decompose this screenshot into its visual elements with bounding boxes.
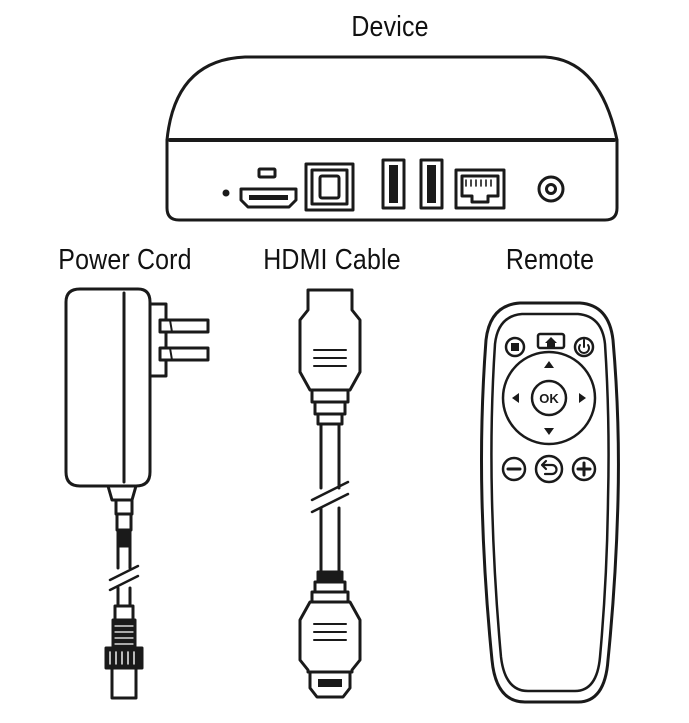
volume-up-icon [576,461,592,477]
power-button[interactable] [573,336,595,358]
home-icon [545,337,557,347]
dpad-right-icon [579,393,586,403]
hdmi-bottom-connector [298,570,362,699]
reset-pinhole-icon [222,189,230,197]
power-jack-icon [537,175,565,203]
power-cable [104,498,144,700]
volume-down-button[interactable] [501,456,527,482]
menu-icon [511,343,519,351]
hdmi-cable-label: HDMI Cable [263,244,401,276]
hdmi-top-connector [298,288,362,426]
power-icon [578,339,590,354]
back-icon [540,459,558,476]
volume-up-button[interactable] [571,456,597,482]
hdmi-port-icon [239,167,298,209]
ethernet-port-icon [454,168,506,210]
usb-port-icon [381,158,406,210]
ok-button[interactable]: OK [530,379,568,417]
hdmi-cable-wire [310,422,350,574]
remote-label: Remote [505,244,595,276]
dpad-left-icon [512,393,519,403]
menu-button[interactable] [504,336,526,358]
home-button[interactable] [536,332,566,350]
dpad-up-icon [544,361,554,368]
dpad-down-icon [544,428,554,435]
power-adapter [64,287,210,502]
device-label: Device [351,11,429,43]
usb-port-icon [419,158,444,210]
back-button[interactable] [534,454,564,484]
ok-label: OK [539,391,559,406]
optical-audio-port-icon [304,162,355,212]
power-cord-label: Power Cord [58,244,192,276]
